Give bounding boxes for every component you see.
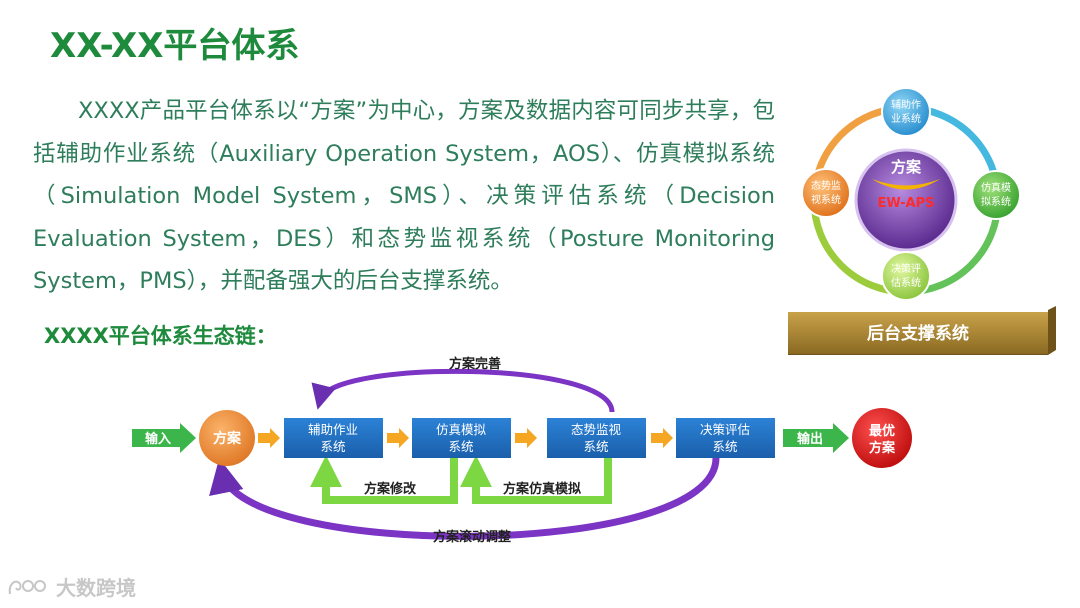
flow-arrow-1 bbox=[258, 428, 280, 448]
top-loop-label: 方案完善 bbox=[449, 356, 501, 372]
ring-center-bottom-label: EW-APS bbox=[878, 196, 935, 211]
ring-center-top-label: 方案 bbox=[891, 158, 922, 176]
ring-node-right-line2: 拟系统 bbox=[981, 195, 1011, 208]
intro-paragraph: XXXX产品平台体系以“方案”为中心，方案及数据内容可同步共享，包括辅助作业系统… bbox=[33, 98, 775, 294]
ring-node-left-line1: 态势监 bbox=[811, 179, 841, 192]
input-arrow bbox=[132, 423, 196, 453]
flow-box-pms bbox=[547, 418, 646, 458]
flow-box-des-line2: 系统 bbox=[712, 439, 737, 454]
simulate-loop-label: 方案仿真模拟 bbox=[503, 481, 581, 497]
section-subtitle: XXXX平台体系生态链： bbox=[44, 324, 277, 348]
output-label: 输出 bbox=[797, 431, 823, 447]
flow-box-pms-line1: 态势监视 bbox=[571, 422, 622, 437]
input-label: 输入 bbox=[145, 431, 171, 447]
platform-ring-diagram: 方案 EW-APS 辅助作 业系统 仿真模 拟系统 决策评 估系统 态势监 视系… bbox=[788, 87, 1056, 355]
base-platform bbox=[788, 312, 1048, 354]
ring-node-bottom bbox=[881, 251, 931, 301]
ring-node-left-line2: 视系统 bbox=[811, 193, 841, 206]
ring-node-top bbox=[881, 87, 931, 137]
modify-loop-arrow bbox=[310, 455, 458, 504]
flow-box-sms-line2: 系统 bbox=[448, 439, 473, 454]
ring-node-right-line1: 仿真模 bbox=[981, 181, 1011, 194]
best-plan-line2: 方案 bbox=[869, 440, 896, 456]
watermark-text: 大数跨境 bbox=[56, 576, 136, 600]
page-title: XX-XX平台体系 bbox=[50, 26, 300, 66]
flow-arrow-4 bbox=[651, 428, 673, 448]
ring-node-right bbox=[971, 170, 1021, 220]
output-arrow bbox=[783, 423, 849, 453]
flow-box-des bbox=[676, 418, 775, 458]
flow-box-aos-line2: 系统 bbox=[320, 439, 345, 454]
watermark: 大数跨境 bbox=[6, 572, 136, 601]
bottom-feedback-arrow bbox=[209, 457, 720, 540]
flow-box-sms-line1: 仿真模拟 bbox=[436, 422, 487, 437]
flow-arrow-3 bbox=[515, 428, 537, 448]
ecosystem-flow-diagram: 方案完善 方案滚动调整 方案修改 方案仿真模拟 输入 方案 辅助作业 系统 仿真… bbox=[132, 356, 912, 545]
ring-center-swoosh bbox=[872, 179, 940, 190]
ring-node-bottom-line1: 决策评 bbox=[891, 262, 921, 275]
ring-node-bottom-line2: 估系统 bbox=[891, 276, 921, 289]
ring-center-circle bbox=[854, 148, 958, 252]
simulate-loop-arrow bbox=[460, 455, 612, 504]
watermark-logo-icon bbox=[8, 579, 46, 594]
ring-node-left bbox=[801, 168, 851, 218]
plan-node bbox=[199, 410, 255, 466]
bottom-loop-label: 方案滚动调整 bbox=[433, 529, 512, 545]
plan-node-label: 方案 bbox=[213, 430, 242, 447]
flow-box-sms bbox=[412, 418, 511, 458]
ring-node-top-line2: 业系统 bbox=[891, 112, 921, 125]
flow-box-pms-line2: 系统 bbox=[583, 439, 608, 454]
base-platform-label: 后台支撑系统 bbox=[867, 323, 969, 344]
ring-node-top-line1: 辅助作 bbox=[891, 98, 921, 111]
modify-loop-label: 方案修改 bbox=[364, 481, 417, 497]
flow-box-aos-line1: 辅助作业 bbox=[308, 422, 358, 437]
top-feedback-arrow bbox=[311, 368, 615, 413]
flow-box-aos bbox=[284, 418, 383, 458]
flow-box-des-line1: 决策评估 bbox=[700, 422, 750, 437]
flow-arrow-2 bbox=[387, 428, 409, 448]
best-plan-line1: 最优 bbox=[869, 423, 895, 439]
best-plan-node bbox=[852, 408, 912, 468]
